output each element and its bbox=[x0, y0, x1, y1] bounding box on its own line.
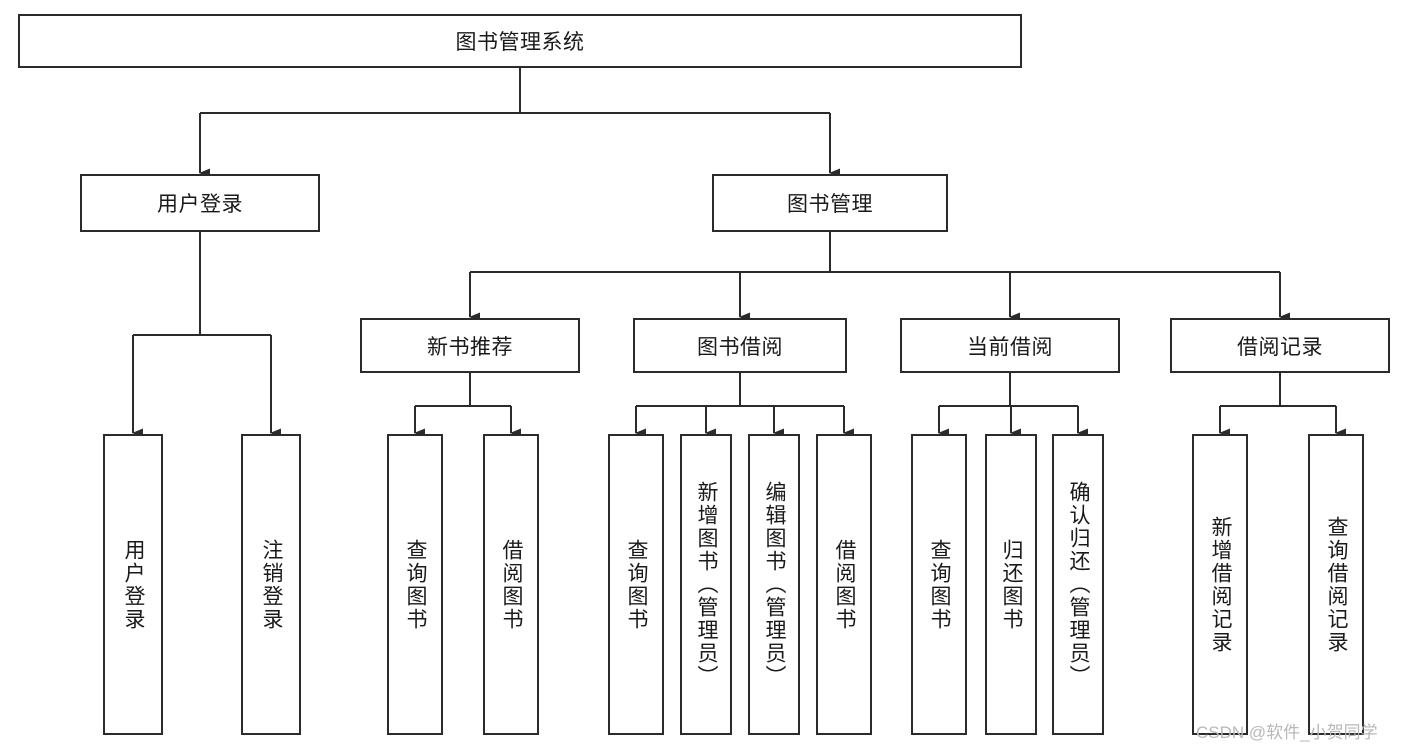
node-level2-2[interactable]: 当前借阅 bbox=[900, 318, 1120, 373]
csdn-watermark: CSDN @软件_小贺同学 bbox=[1196, 723, 1378, 742]
node-label: 借阅图书 bbox=[500, 538, 524, 631]
node-label: 查询图书 bbox=[928, 538, 952, 631]
node-label: 新增图书（管理员） bbox=[695, 481, 719, 688]
node-label: 查询借阅记录 bbox=[1325, 515, 1349, 654]
node-label: 确认归还（管理员） bbox=[1067, 481, 1091, 688]
node-label: 当前借阅 bbox=[967, 335, 1053, 359]
node-leaf-0[interactable]: 用户登录 bbox=[103, 434, 163, 735]
node-label: 查询图书 bbox=[404, 538, 428, 631]
node-level1-0[interactable]: 用户登录 bbox=[80, 174, 320, 232]
node-leaf-10[interactable]: 确认归还（管理员） bbox=[1052, 434, 1104, 735]
node-label: 图书管理 bbox=[787, 193, 873, 216]
node-label: 编辑图书（管理员） bbox=[763, 481, 787, 688]
node-leaf-1[interactable]: 注销登录 bbox=[241, 434, 301, 735]
node-leaf-8[interactable]: 查询图书 bbox=[911, 434, 967, 735]
node-leaf-5[interactable]: 新增图书（管理员） bbox=[680, 434, 732, 735]
node-leaf-4[interactable]: 查询图书 bbox=[608, 434, 664, 735]
edge-paths bbox=[132, 68, 1346, 438]
node-level2-1[interactable]: 图书借阅 bbox=[633, 318, 847, 373]
node-root-0[interactable]: 图书管理系统 bbox=[18, 14, 1022, 68]
node-label: 注销登录 bbox=[260, 538, 284, 631]
node-leaf-12[interactable]: 查询借阅记录 bbox=[1308, 434, 1364, 735]
node-label: 借阅记录 bbox=[1237, 335, 1323, 359]
node-leaf-2[interactable]: 查询图书 bbox=[387, 434, 443, 735]
node-label: 用户登录 bbox=[122, 538, 146, 631]
node-label: 新书推荐 bbox=[427, 335, 513, 359]
node-label: 新增借阅记录 bbox=[1209, 515, 1233, 654]
node-label: 借阅图书 bbox=[833, 538, 857, 631]
node-label: 图书借阅 bbox=[697, 335, 783, 359]
node-level2-3[interactable]: 借阅记录 bbox=[1170, 318, 1390, 373]
node-label: 归还图书 bbox=[1000, 538, 1024, 631]
node-label: 图书管理系统 bbox=[455, 31, 585, 54]
node-level1-1[interactable]: 图书管理 bbox=[712, 174, 948, 232]
node-leaf-3[interactable]: 借阅图书 bbox=[483, 434, 539, 735]
node-leaf-6[interactable]: 编辑图书（管理员） bbox=[748, 434, 800, 735]
node-label: 查询图书 bbox=[625, 538, 649, 631]
node-label: 用户登录 bbox=[157, 193, 243, 216]
node-leaf-11[interactable]: 新增借阅记录 bbox=[1192, 434, 1248, 735]
node-leaf-9[interactable]: 归还图书 bbox=[985, 434, 1037, 735]
node-level2-0[interactable]: 新书推荐 bbox=[360, 318, 580, 373]
node-leaf-7[interactable]: 借阅图书 bbox=[816, 434, 872, 735]
